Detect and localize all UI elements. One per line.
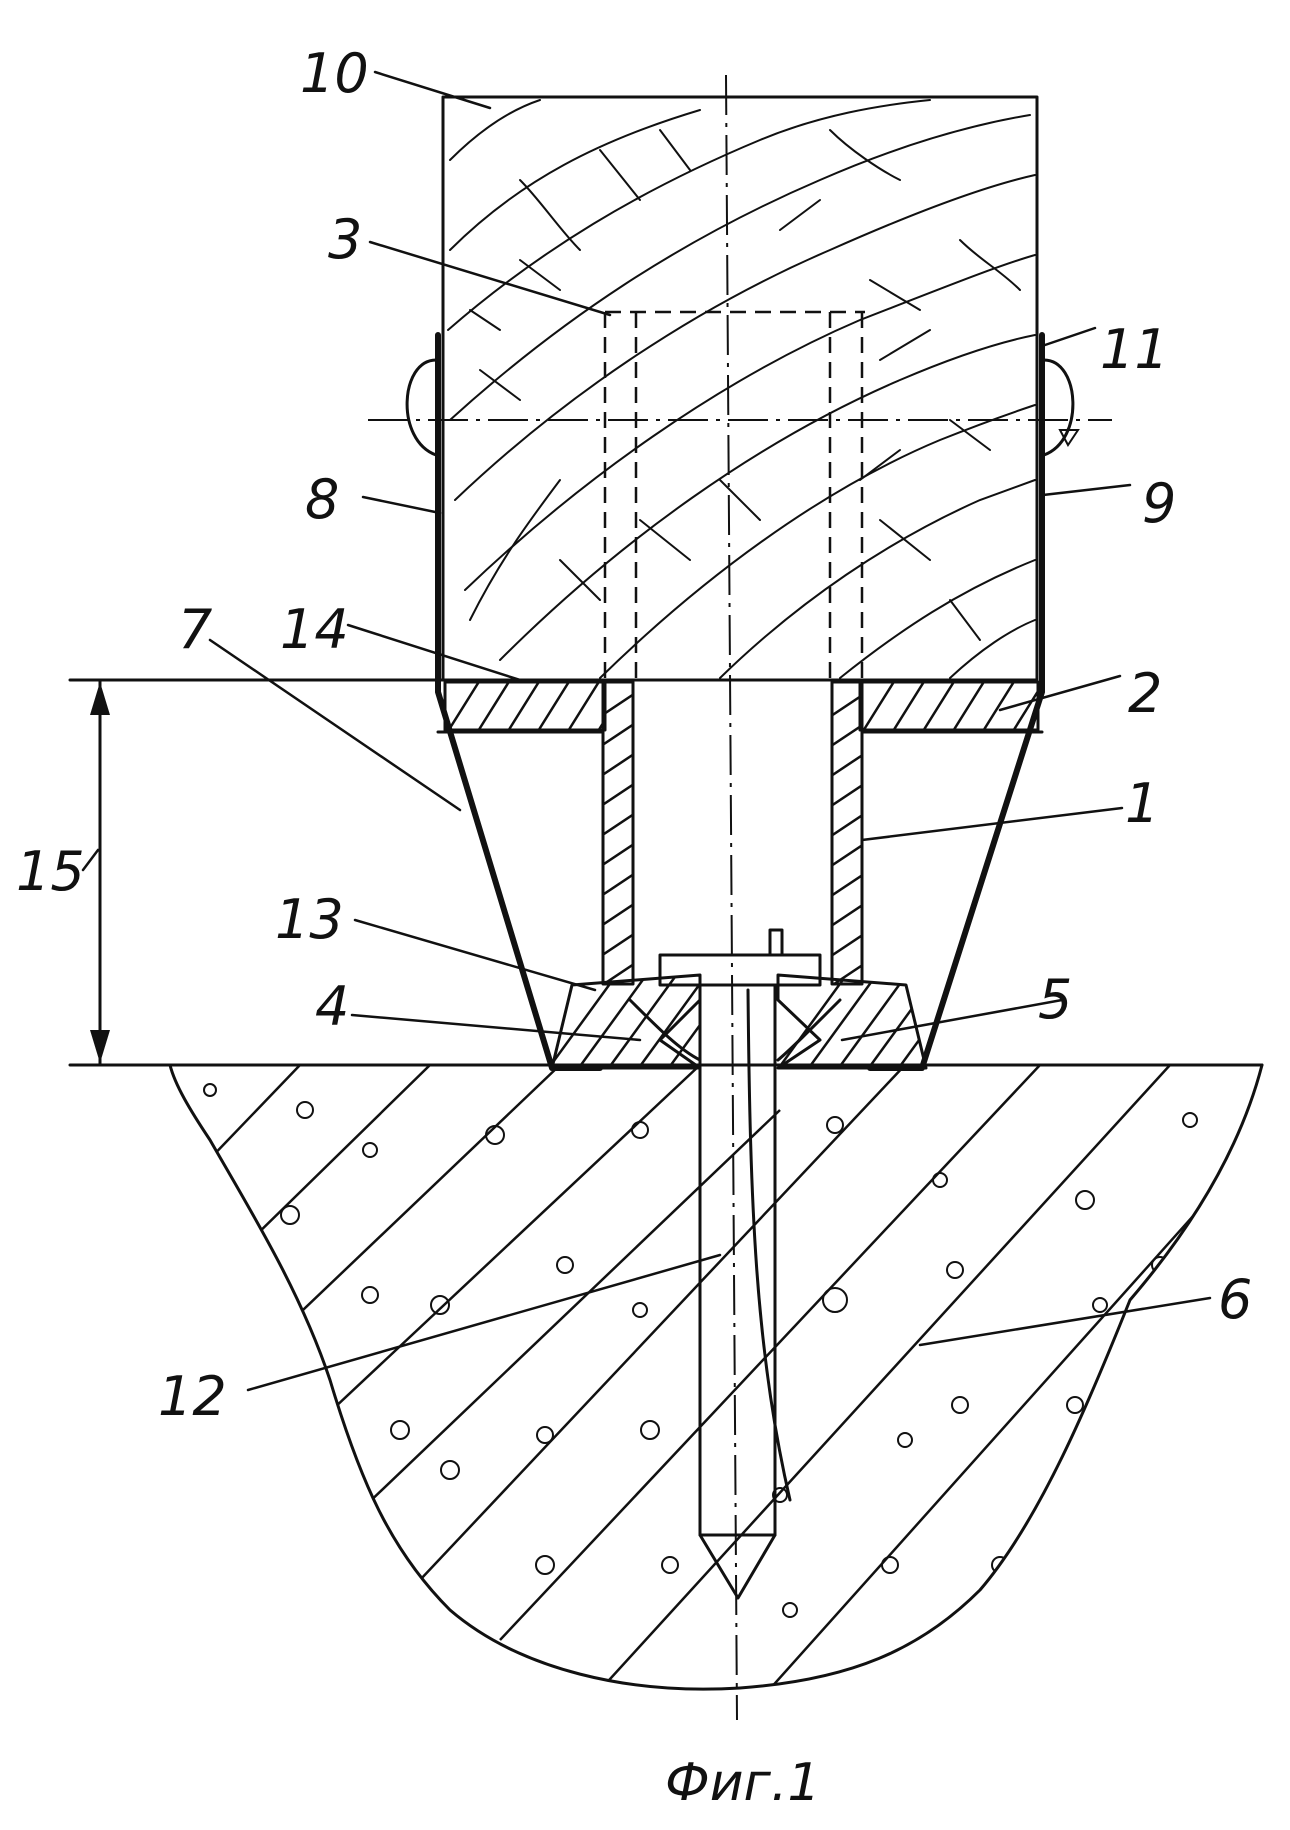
center-axis <box>726 75 737 1720</box>
label-15: 15 <box>16 840 85 903</box>
label-2: 2 <box>1128 662 1162 725</box>
label-8: 8 <box>305 468 339 531</box>
figure-caption: Фиг.1 <box>665 1753 821 1813</box>
label-14: 14 <box>280 598 349 661</box>
label-9: 9 <box>1142 472 1176 535</box>
label-11: 11 <box>1100 318 1169 381</box>
label-3: 3 <box>328 208 362 271</box>
label-13: 13 <box>275 888 344 951</box>
label-7: 7 <box>178 598 212 661</box>
label-10: 10 <box>300 42 369 105</box>
label-4: 4 <box>315 975 349 1038</box>
plate <box>430 680 1075 760</box>
concrete-base <box>70 1065 1270 1700</box>
label-1: 1 <box>1125 772 1159 835</box>
dimension-15 <box>70 680 443 1065</box>
label-5: 5 <box>1038 968 1072 1031</box>
wood-block <box>443 97 1037 680</box>
label-6: 6 <box>1218 1268 1252 1331</box>
label-12: 12 <box>158 1365 227 1428</box>
housing <box>438 335 1042 1068</box>
